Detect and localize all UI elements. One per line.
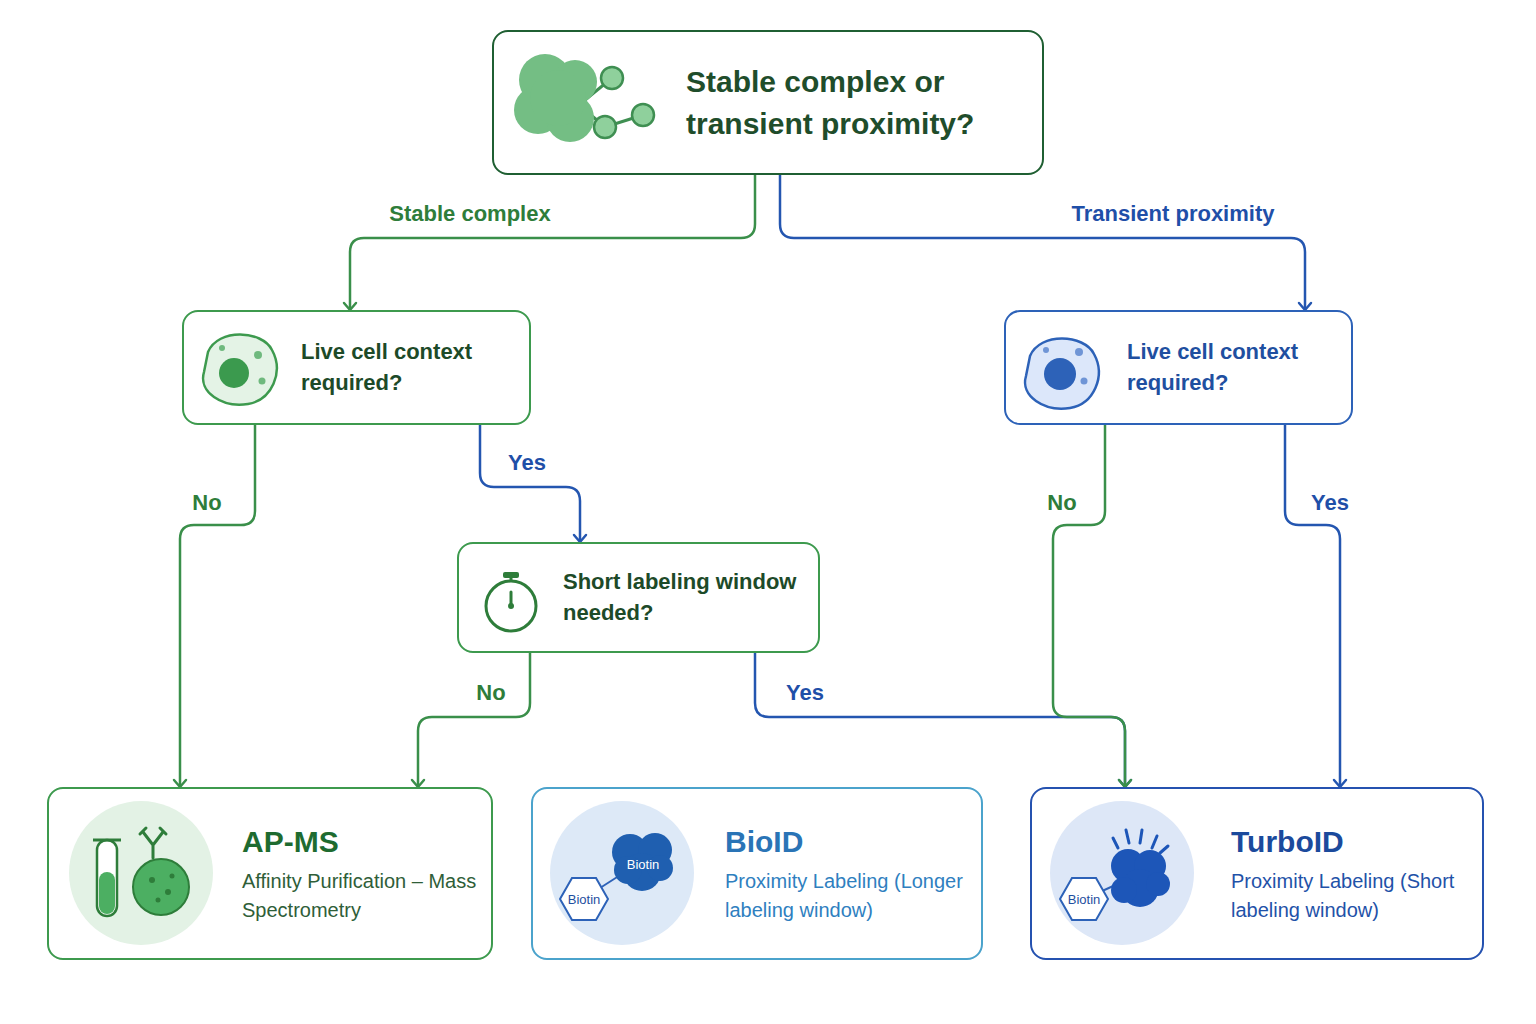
turboid-icon-part — [1146, 872, 1170, 896]
cell-icon-part — [254, 351, 262, 359]
cell-icon-part — [1044, 358, 1076, 390]
turboid-icon-part — [1100, 882, 1122, 892]
flow-connector — [1285, 425, 1340, 787]
process-box: Live cell context required? — [1004, 310, 1353, 425]
node-title: Live cell context required? — [301, 337, 511, 399]
bioid-icon-part — [647, 855, 673, 881]
node-title: Live cell context required? — [1127, 337, 1337, 399]
complex-icon-part — [519, 54, 571, 106]
flow-connector — [755, 653, 1125, 787]
affinity-icon-part — [170, 874, 175, 879]
flow-connector — [350, 175, 755, 310]
complex-icon-part — [605, 115, 643, 127]
cell-icon-part — [259, 378, 266, 385]
node-subtitle: Proximity Labeling (Short labeling windo… — [1231, 867, 1471, 925]
node-title: Stable complex or transient proximity? — [686, 61, 1031, 143]
process-box: Stable complex or transient proximity? — [492, 30, 1044, 175]
stopwatch-icon-part — [503, 572, 519, 578]
process-box: BioID Proximity Labeling (Longer labeling… — [531, 787, 983, 960]
bioid-icon-part — [560, 878, 608, 920]
turboid-icon-part — [1134, 850, 1166, 882]
turboid-icon-part — [1050, 801, 1194, 945]
flow-connector — [180, 425, 255, 787]
complex-icon — [514, 54, 654, 142]
stopwatch-icon-part — [510, 578, 513, 581]
turboid-icon-part — [1111, 849, 1145, 883]
bioid-icon — [550, 801, 694, 945]
node-title: BioID — [725, 822, 965, 861]
bioid-icon-part — [612, 834, 648, 870]
stopwatch-icon-part — [486, 581, 536, 631]
process-box: Short labeling window needed? — [457, 542, 820, 653]
node-title: TurboID — [1231, 822, 1471, 861]
flow-connector — [418, 653, 530, 787]
cell-icon-part — [1025, 339, 1099, 409]
node-subtitle: Proximity Labeling (Longer labeling wind… — [725, 867, 965, 925]
cell-icon-part — [219, 358, 249, 388]
affinity-icon-part — [97, 840, 117, 916]
stopwatch-icon-part — [510, 592, 513, 606]
bioid-icon-part — [638, 833, 672, 867]
edge-label: Yes — [784, 680, 826, 706]
affinity-icon-part — [69, 801, 213, 945]
turboid-icon-part — [1111, 877, 1137, 903]
complex-icon-part — [585, 78, 612, 100]
complex-icon-part — [594, 116, 616, 138]
flow-connector — [480, 425, 580, 542]
cell-icon — [1025, 339, 1099, 409]
cell-icon-part — [1043, 347, 1049, 353]
node-title: Short labeling window needed? — [563, 567, 813, 629]
edge-label: No — [190, 490, 223, 516]
turboid-icon-part — [1060, 878, 1108, 920]
turboid-icon — [1050, 801, 1194, 945]
affinity-icon-part — [149, 877, 155, 883]
complex-icon-part — [530, 70, 586, 126]
complex-icon-part — [546, 94, 594, 142]
complex-icon-part — [514, 86, 562, 134]
affinity-icon — [69, 801, 213, 945]
complex-icon-part — [601, 67, 623, 89]
stopwatch-icon-part — [508, 603, 514, 609]
affinity-icon-part — [143, 832, 163, 858]
node-title: AP-MS — [242, 822, 478, 861]
bioid-icon-part — [600, 872, 625, 888]
edge-label: Yes — [506, 450, 548, 476]
affinity-icon-part — [99, 872, 115, 914]
edge-label: No — [474, 680, 507, 706]
cell-icon-part — [1075, 348, 1083, 356]
affinity-icon-part — [140, 828, 166, 834]
process-box: TurboID Proximity Labeling (Short labelin… — [1030, 787, 1484, 960]
affinity-icon-part — [93, 839, 121, 842]
edge-label: No — [1045, 490, 1078, 516]
cell-icon-part — [1081, 378, 1088, 385]
affinity-icon-part — [165, 889, 171, 895]
process-box: AP-MS Affinity Purification – Mass Spectr… — [47, 787, 493, 960]
process-box: Live cell context required? — [182, 310, 531, 425]
flow-connector — [1053, 425, 1125, 787]
cell-icon-part — [203, 335, 277, 405]
bioid-icon-part — [550, 801, 694, 945]
node-subtitle: Affinity Purification – Mass Spectrometr… — [242, 867, 478, 925]
affinity-icon-part — [156, 898, 161, 903]
affinity-icon-part — [133, 859, 189, 915]
complex-icon-part — [632, 104, 654, 126]
stopwatch-icon — [486, 572, 536, 631]
flow-connector — [780, 175, 1305, 310]
turboid-icon-part — [1113, 830, 1168, 853]
edge-label: Yes — [1309, 490, 1351, 516]
bioid-icon-part — [623, 853, 661, 891]
bioid-icon-part — [614, 856, 642, 884]
edge-label: Transient proximity — [1070, 201, 1277, 227]
cell-icon — [203, 335, 277, 405]
turboid-icon-part — [1121, 869, 1159, 907]
cell-icon-part — [219, 345, 225, 351]
complex-icon-part — [585, 110, 605, 127]
complex-icon-part — [553, 60, 597, 104]
edge-label: Stable complex — [387, 201, 552, 227]
